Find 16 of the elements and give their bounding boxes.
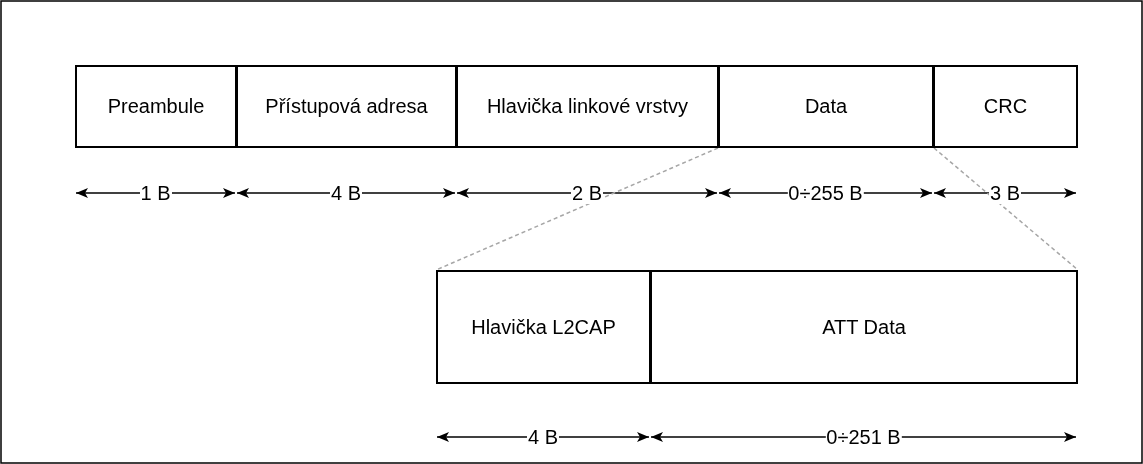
field-label: Přístupová adresa: [264, 94, 429, 119]
field-box: [933, 65, 1078, 148]
field-label: Preambule: [106, 94, 206, 119]
connector-line: [933, 147, 1079, 271]
field-box: [718, 65, 934, 148]
field-box: [456, 65, 719, 148]
field-box: [236, 65, 457, 148]
field-box: [436, 270, 651, 384]
field-label: CRC: [982, 94, 1029, 119]
field-label: ATT Data: [821, 314, 907, 340]
field-label: Data: [803, 94, 849, 119]
connector-line: [435, 147, 719, 271]
field-box: [75, 65, 237, 148]
field-box: [650, 270, 1078, 384]
field-label: Hlavička linkové vrstvy: [485, 94, 690, 119]
field-label: Hlavička L2CAP: [470, 314, 617, 340]
